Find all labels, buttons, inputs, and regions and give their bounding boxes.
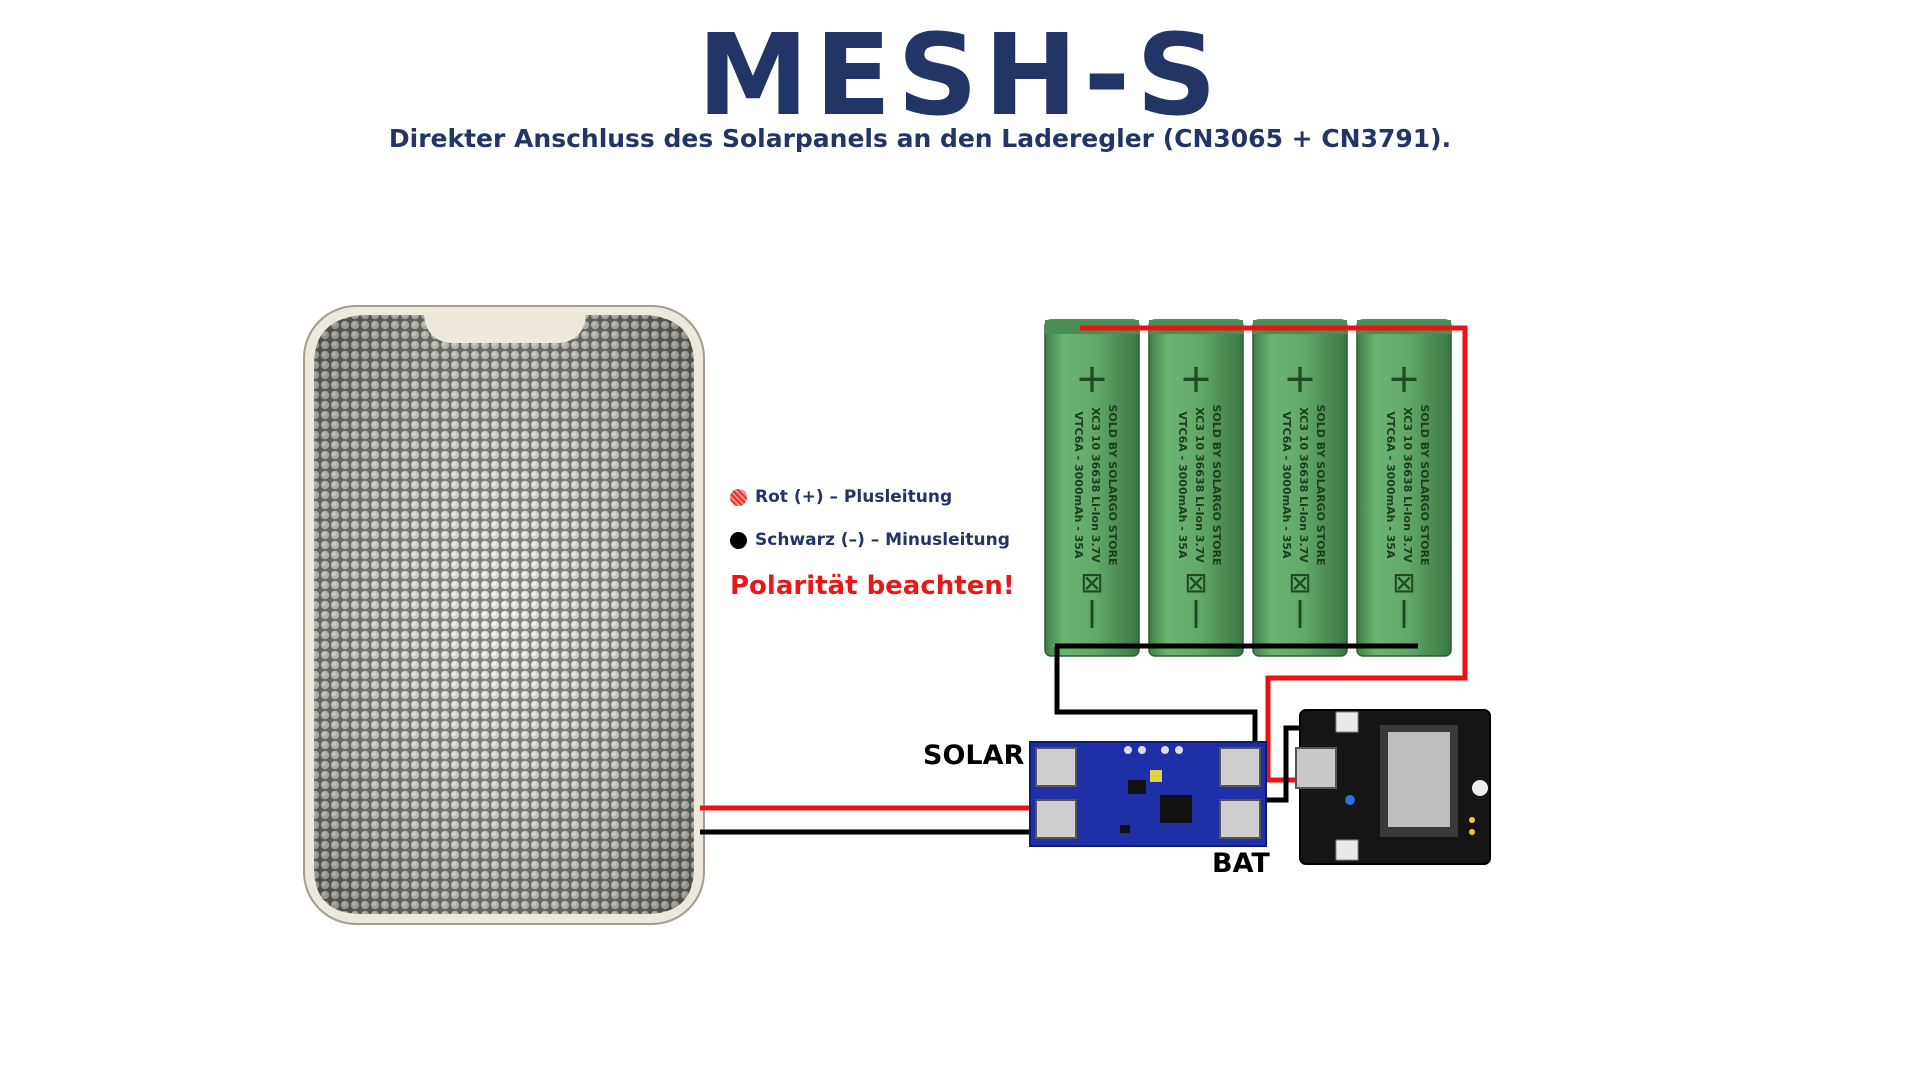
mcu-board [1295, 709, 1491, 865]
battery-cell: + VTC6A - 3000mAh - 35A XC3 10 36638 Li-Io… [1148, 319, 1244, 657]
battery-cell-label: VTC6A - 3000mAh - 35A [1280, 412, 1293, 559]
bat-label: BAT [1212, 848, 1270, 879]
battery-cell-label: VTC6A - 3000mAh - 35A [1176, 412, 1189, 559]
recycle-bin-icon: ⊠ [1080, 566, 1103, 599]
battery-cell-label: XC3 10 36638 Li-Ion 3.7V [1193, 407, 1206, 563]
battery-cell: + VTC6A - 3000mAh - 35A XC3 10 36638 Li-Io… [1356, 319, 1452, 657]
battery-pack: + VTC6A - 3000mAh - 35A XC3 10 36638 Li-Io… [1044, 319, 1452, 657]
battery-cell-label: XC3 10 36638 Li-Ion 3.7V [1297, 407, 1310, 563]
battery-cell-label: XC3 10 36638 Li-Ion 3.7V [1401, 407, 1414, 563]
legend-label-positive: Rot (+) – Plusleitung [755, 487, 953, 507]
plus-icon: + [1179, 356, 1213, 402]
plus-icon: + [1387, 356, 1421, 402]
polarity-warning: Polarität beachten! [730, 571, 1015, 601]
legend-item-negative: Schwarz (–) – Minusleitung [730, 528, 1015, 552]
wire-battery-negative-down [1054, 646, 1258, 750]
battery-cell: + VTC6A - 3000mAh - 35A XC3 10 36638 Li-Io… [1252, 319, 1348, 657]
battery-cell-label: VTC6A - 3000mAh - 35A [1384, 412, 1397, 559]
page-title: MESH-S [697, 11, 1223, 141]
battery-cell-label: SOLD BY SOLARGO STORE [1106, 404, 1119, 565]
black-dot-icon [730, 531, 747, 549]
solar-label: SOLAR [923, 740, 1025, 771]
battery-cell-label: SOLD BY SOLARGO STORE [1418, 404, 1431, 565]
legend: Rot (+) – Plusleitung Schwarz (–) – Minu… [730, 485, 1015, 601]
battery-cell-label: SOLD BY SOLARGO STORE [1210, 404, 1223, 565]
plus-icon: + [1283, 356, 1317, 402]
battery-cell-label: SOLD BY SOLARGO STORE [1314, 404, 1327, 565]
page-subtitle: Direkter Anschluss des Solarpanels an de… [388, 124, 1452, 153]
battery-cell-label: VTC6A - 3000mAh - 35A [1072, 412, 1085, 559]
legend-item-positive: Rot (+) – Plusleitung [730, 485, 1015, 509]
charger-board [1029, 741, 1267, 847]
recycle-bin-icon: ⊠ [1288, 566, 1311, 599]
solar-panel [303, 305, 705, 925]
recycle-bin-icon: ⊠ [1392, 566, 1415, 599]
red-dot-icon [730, 488, 747, 506]
battery-cell: + VTC6A - 3000mAh - 35A XC3 10 36638 Li-Io… [1044, 319, 1140, 657]
battery-cell-label: XC3 10 36638 Li-Ion 3.7V [1089, 407, 1102, 563]
legend-label-negative: Schwarz (–) – Minusleitung [755, 530, 1010, 550]
recycle-bin-icon: ⊠ [1184, 566, 1207, 599]
plus-icon: + [1075, 356, 1109, 402]
